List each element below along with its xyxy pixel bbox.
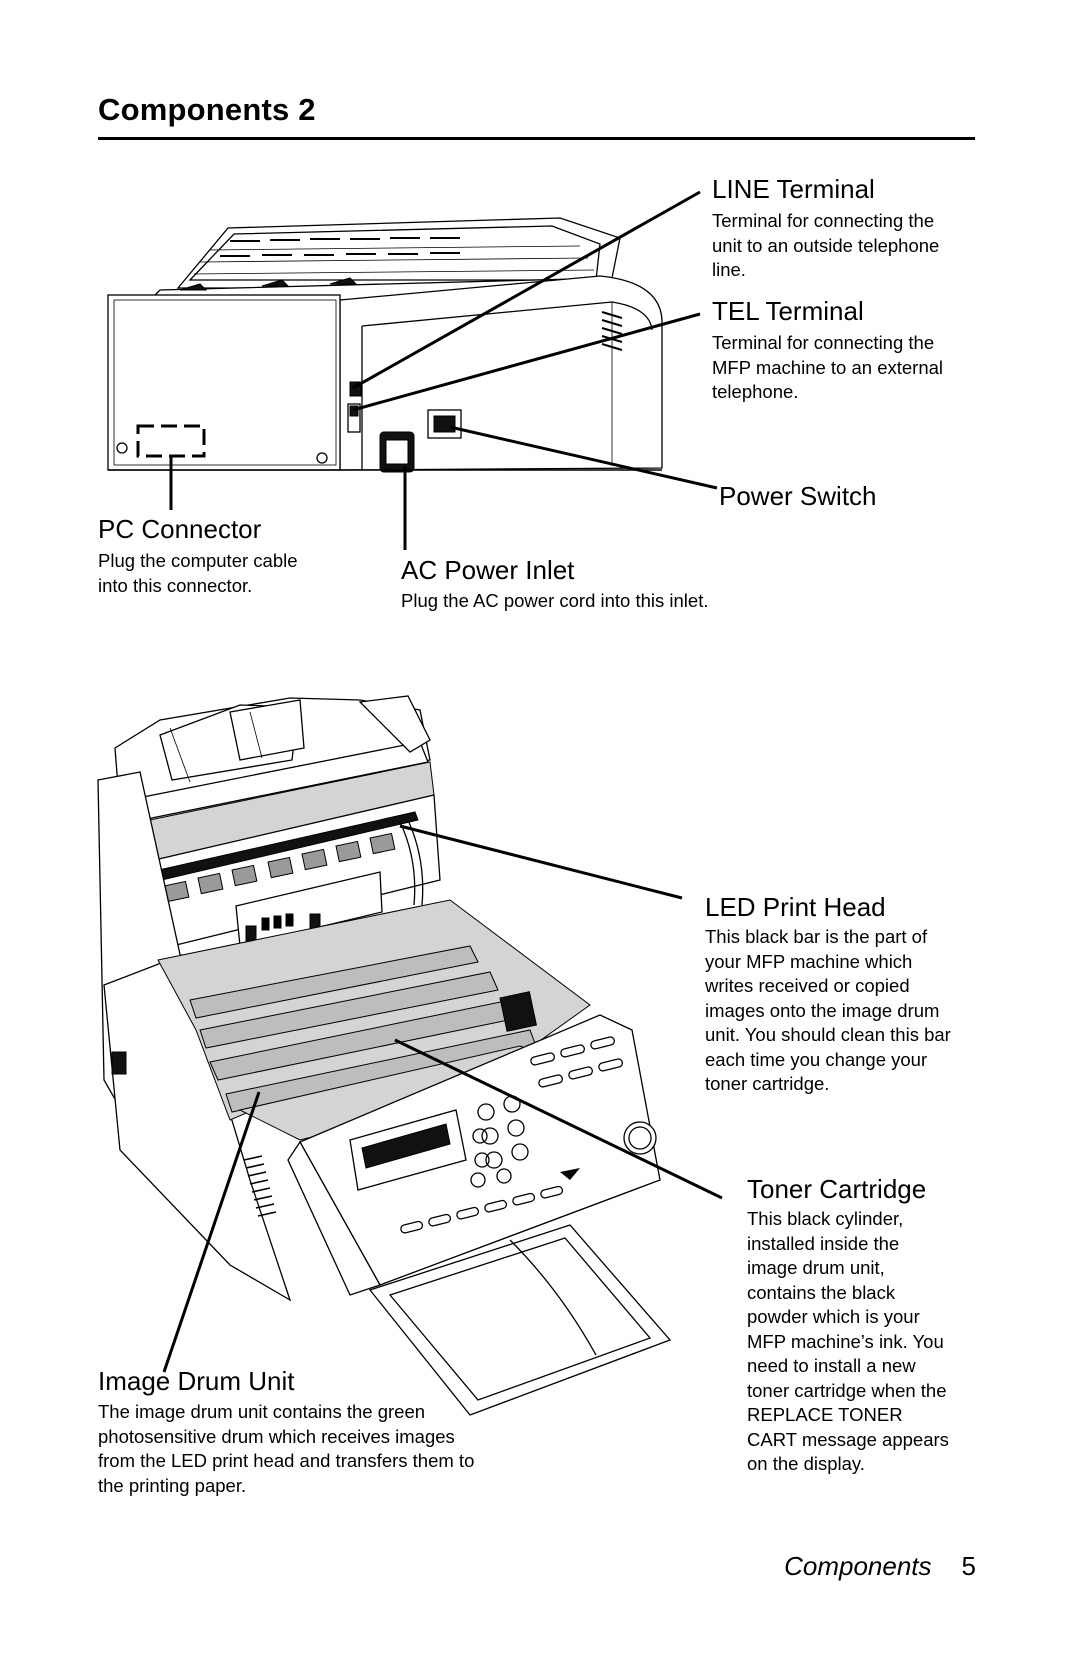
pc-connector-description: Plug the computer cable into this connec… [98,550,298,596]
toner-cartridge-description: This black cylinder, installed inside th… [747,1208,949,1474]
open-callout-lines [162,824,723,1373]
led-print-head-description: This black bar is the part of your MFP m… [705,926,951,1094]
power-switch-label: Power Switch [719,481,877,511]
line-terminal-description: Terminal for connecting the unit to an o… [712,210,940,280]
toner-cartridge-label: Toner Cartridge [747,1174,927,1204]
rear-callout-lines [169,190,718,550]
page-footer: Components 5 [784,1551,976,1582]
page-number: 5 [961,1551,976,1581]
ac-power-inlet-description: Plug the AC power cord into this inlet. [401,590,709,611]
line-terminal-label: LINE Terminal [712,174,875,204]
footer-section: Components [784,1551,932,1581]
ac-power-inlet-label: AC Power Inlet [401,555,575,585]
pc-connector-label: PC Connector [98,514,262,544]
page-title: Components 2 [98,92,316,127]
led-print-head-label: LED Print Head [705,892,886,922]
image-drum-unit-description: The image drum unit contains the green p… [98,1401,475,1496]
mfp-rear-illustration [107,217,663,473]
mfp-open-illustration [97,695,672,1416]
tel-terminal-description: Terminal for connecting the MFP machine … [712,332,944,402]
tel-terminal-label: TEL Terminal [712,296,864,326]
image-drum-unit-label: Image Drum Unit [98,1366,295,1396]
title-rule [98,137,975,140]
